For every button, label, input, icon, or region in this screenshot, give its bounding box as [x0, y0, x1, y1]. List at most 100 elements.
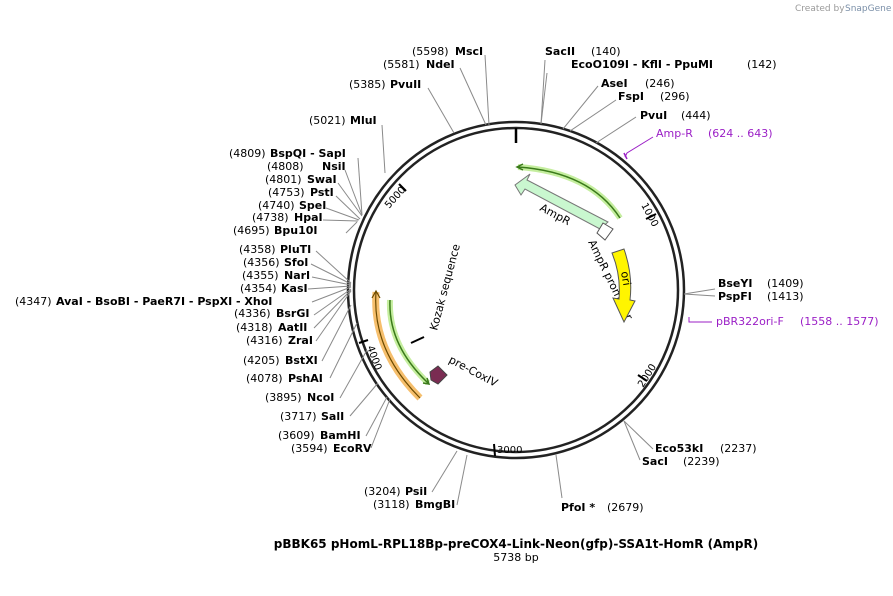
- site-position: (444): [681, 109, 711, 122]
- site-position: (4355): [242, 269, 279, 282]
- primer-pbr322-range: (1558 .. 1577): [800, 315, 879, 328]
- site-position: (246): [645, 77, 675, 90]
- feature-label-ori: ori: [618, 270, 633, 286]
- site-name[interactable]: KasI: [281, 282, 308, 295]
- site-position: (4316): [246, 334, 283, 347]
- site-name[interactable]: PsiI: [405, 485, 427, 498]
- site-position: (3204): [364, 485, 401, 498]
- gfp-orf-line: [389, 299, 429, 384]
- site-name[interactable]: EcoRV: [333, 442, 372, 455]
- tick-label-1000: 1000: [638, 201, 660, 229]
- plasmid-size: 5738 bp: [493, 551, 538, 564]
- site-name[interactable]: NarI: [284, 269, 310, 282]
- site-name[interactable]: BstXI: [285, 354, 318, 367]
- site-name[interactable]: EcoO109I - KflI - PpuMI: [571, 58, 713, 71]
- site-name[interactable]: SpeI: [299, 199, 326, 212]
- site-position: (4318): [236, 321, 273, 334]
- site-name[interactable]: SwaI: [307, 173, 337, 186]
- site-position: (140): [591, 45, 621, 58]
- site-name[interactable]: PvuI: [640, 109, 667, 122]
- feature-kozak[interactable]: [410, 336, 425, 344]
- credit-brand: SnapGene: [845, 4, 892, 14]
- site-name[interactable]: Bpu10I: [274, 224, 318, 237]
- site-name[interactable]: NcoI: [307, 391, 334, 404]
- site-position: (3118): [373, 498, 410, 511]
- site-name[interactable]: PluTI: [280, 243, 311, 256]
- site-position: (3609): [278, 429, 315, 442]
- site-position: (3717): [280, 410, 317, 423]
- site-name[interactable]: HpaI: [294, 211, 323, 224]
- tick-mark: [398, 183, 407, 192]
- tick-mark: [645, 213, 657, 220]
- site-position: (142): [747, 58, 777, 71]
- site-position: (4808): [267, 160, 304, 173]
- site-position: (4347): [15, 295, 52, 308]
- tick-mark: [358, 339, 369, 344]
- site-position: (5385): [349, 78, 386, 91]
- site-name[interactable]: BamHI: [320, 429, 361, 442]
- site-name[interactable]: SacII: [545, 45, 575, 58]
- site-name[interactable]: BseYI: [718, 277, 752, 290]
- site-name[interactable]: Eco53kI: [655, 442, 703, 455]
- site-position: (4354): [240, 282, 277, 295]
- neon-gfp-orf-line: [375, 291, 421, 399]
- site-name[interactable]: PspFI: [718, 290, 752, 303]
- site-position: (296): [660, 90, 690, 103]
- site-name[interactable]: BmgBI: [415, 498, 455, 511]
- site-name[interactable]: NdeI: [426, 58, 455, 71]
- site-position: (3594): [291, 442, 328, 455]
- site-position: (1409): [767, 277, 804, 290]
- site-position: (4809): [229, 147, 266, 160]
- primer-marker-amp-r[interactable]: [623, 152, 628, 160]
- tick-label-3000: 3000: [497, 445, 522, 456]
- site-position: (4336): [234, 307, 271, 320]
- site-name[interactable]: ZraI: [288, 334, 313, 347]
- site-name[interactable]: NsiI: [322, 160, 346, 173]
- plasmid-title: pBBK65 pHomL-RPL18Bp-preCOX4-Link-Neon(g…: [274, 537, 758, 551]
- site-position: (4356): [243, 256, 280, 269]
- neon-gfp-arrowhead: [371, 289, 381, 299]
- feature-ampr-promoter[interactable]: [596, 222, 614, 241]
- site-name[interactable]: MscI: [455, 45, 483, 58]
- site-name[interactable]: SalI: [321, 410, 344, 423]
- site-name[interactable]: AvaI - BsoBI - PaeR7I - PspXI - XhoI: [56, 295, 272, 308]
- site-position: (5598): [412, 45, 449, 58]
- site-name[interactable]: BspQI - SapI: [270, 147, 346, 160]
- site-name[interactable]: AatII: [278, 321, 307, 334]
- site-name[interactable]: PvuII: [390, 78, 421, 91]
- amp-r-orf-line: [517, 166, 621, 219]
- site-position: (4753): [268, 186, 305, 199]
- gfp-orf-arrowhead: [422, 377, 431, 385]
- credit-prefix: Created by: [795, 4, 845, 14]
- site-position: (4078): [246, 372, 283, 385]
- site-position: (4740): [258, 199, 295, 212]
- site-name[interactable]: PshAI: [288, 372, 323, 385]
- site-name[interactable]: AseI: [601, 77, 628, 90]
- tick-mark: [637, 374, 648, 382]
- site-position: (1413): [767, 290, 804, 303]
- feature-pre-coxiv[interactable]: [429, 365, 448, 385]
- tick-mark: [493, 443, 496, 457]
- site-name[interactable]: BsrGI: [276, 307, 309, 320]
- primer-line: [688, 317, 712, 323]
- primer-amp-r-range: (624 .. 643): [708, 127, 773, 140]
- feature-label-pre-coxiv: pre-CoxIV: [447, 353, 501, 390]
- primer-amp-r-name[interactable]: Amp-R: [656, 127, 693, 140]
- site-position: (4738): [252, 211, 289, 224]
- site-position: (2239): [683, 455, 720, 468]
- feature-amp-r[interactable]: [514, 173, 609, 230]
- site-name[interactable]: SacI: [642, 455, 668, 468]
- site-name[interactable]: MluI: [350, 114, 377, 127]
- site-name[interactable]: FspI: [618, 90, 644, 103]
- feature-label-kozak: Kozak sequence: [427, 242, 463, 331]
- primer-pbr322-name[interactable]: pBR322ori-F: [716, 315, 784, 328]
- amp-r-orf-arrowhead: [515, 163, 524, 171]
- site-position: (2679): [607, 501, 644, 514]
- site-name[interactable]: PfoI *: [561, 501, 595, 514]
- site-position: (4358): [239, 243, 276, 256]
- feature-ori[interactable]: [611, 248, 636, 324]
- site-position: (4801): [265, 173, 302, 186]
- site-name[interactable]: SfoI: [284, 256, 308, 269]
- site-name[interactable]: PstI: [310, 186, 334, 199]
